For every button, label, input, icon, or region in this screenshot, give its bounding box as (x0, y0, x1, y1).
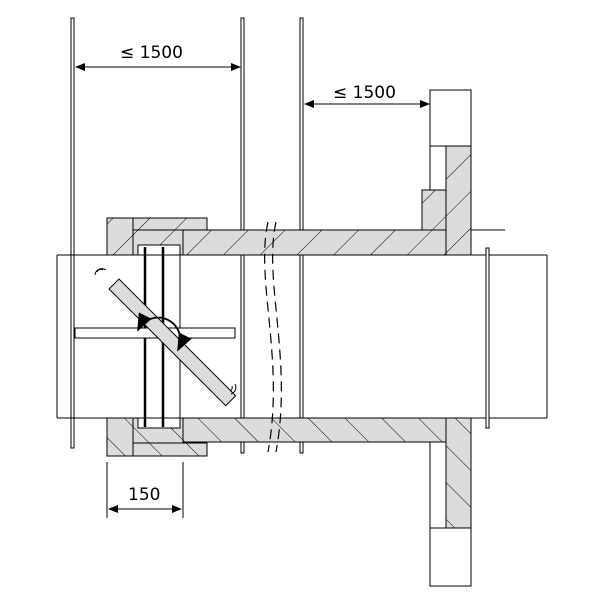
dimensions (75, 63, 430, 518)
blade (108, 278, 237, 407)
dimension-label-right: ≤ 1500 (333, 83, 396, 103)
break-lines (264, 221, 282, 453)
wall (421, 89, 505, 587)
dimension-label-left: ≤ 1500 (120, 43, 183, 63)
dimension-label-collar: 150 (128, 485, 160, 505)
rotation-arrow-icon (137, 312, 192, 352)
rod-1 (70, 17, 75, 449)
damper-blade (74, 268, 237, 407)
